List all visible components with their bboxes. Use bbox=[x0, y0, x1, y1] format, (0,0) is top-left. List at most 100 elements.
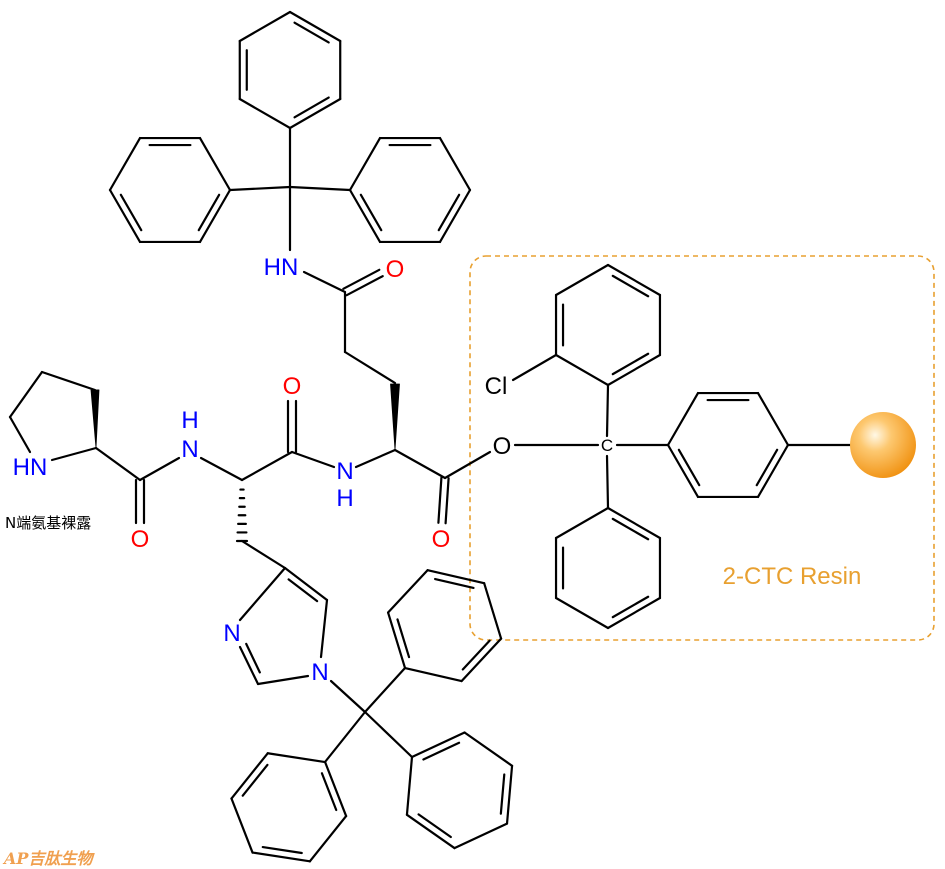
his-trityl-lower-left-phenyl-ring bbox=[230, 752, 348, 863]
amide-bond bbox=[290, 450, 336, 469]
ring-double-bond bbox=[755, 448, 779, 487]
ring-double-bond bbox=[293, 96, 330, 119]
backbone-bond bbox=[240, 450, 294, 482]
ring-double-bond bbox=[293, 21, 330, 44]
imidazole-bond bbox=[238, 645, 260, 686]
ring-bond bbox=[108, 188, 142, 244]
trityl-bond bbox=[363, 710, 414, 759]
trityl-carbon-label: C bbox=[601, 436, 613, 455]
his-trityl-upper-phenyl-ring bbox=[386, 569, 503, 683]
ring-double-bond bbox=[677, 448, 701, 487]
ring-double-bond bbox=[499, 773, 506, 815]
side-chain-bond bbox=[343, 350, 397, 385]
ring-bond bbox=[238, 10, 292, 43]
bond bbox=[345, 275, 384, 297]
gln-side-carbonyl-double-bond bbox=[342, 268, 384, 297]
his-amide-h-label: H bbox=[181, 407, 198, 434]
resin-region-box bbox=[469, 255, 935, 641]
ring-bond bbox=[251, 851, 311, 863]
ring-bond bbox=[348, 136, 382, 192]
amide-bond bbox=[302, 270, 347, 294]
ring-double-bond bbox=[396, 618, 411, 659]
ring-bond bbox=[198, 188, 232, 244]
ring-bond bbox=[483, 582, 503, 640]
ring-bond bbox=[438, 188, 472, 244]
gln-trityl-top-phenyl-ring bbox=[238, 10, 342, 130]
ring-bond bbox=[606, 353, 662, 387]
imidazole-bond bbox=[283, 566, 329, 602]
ring-bond bbox=[230, 752, 269, 800]
ring-bond bbox=[505, 764, 514, 825]
gln-amide-n-label: N bbox=[336, 458, 353, 485]
ring-double-bond bbox=[611, 595, 650, 619]
ring-bond bbox=[666, 443, 700, 499]
pro-stereo-wedge bbox=[90, 389, 100, 449]
imidazole-n3-label: N bbox=[223, 620, 240, 647]
ring-bond bbox=[403, 666, 463, 683]
his-amide-n-label: N bbox=[181, 436, 198, 463]
backbone-bond bbox=[354, 448, 397, 469]
imidazole-bond bbox=[319, 598, 329, 659]
ring-bond bbox=[554, 263, 610, 297]
ring-double-bond bbox=[320, 772, 338, 812]
ester-o-label: O bbox=[493, 433, 512, 460]
his-trityl-lower-right-phenyl-ring bbox=[405, 731, 514, 850]
imidazole-bond bbox=[238, 566, 287, 622]
side-chain-bond bbox=[240, 539, 287, 570]
ring-double-bond bbox=[417, 813, 452, 839]
ring-double-bond bbox=[261, 845, 303, 855]
chlorine-label: Cl bbox=[485, 373, 508, 400]
ring-double-bond bbox=[422, 741, 461, 761]
ring-bond bbox=[460, 637, 503, 683]
ring-bond bbox=[266, 752, 327, 764]
ring-bond bbox=[606, 596, 662, 630]
ring-double-bond bbox=[197, 193, 221, 232]
ring-double-bond bbox=[119, 193, 143, 232]
para-phenylene-ring bbox=[666, 391, 790, 499]
imidazole-bond bbox=[256, 674, 310, 686]
gln-amide-h-label: H bbox=[336, 485, 353, 512]
his-carbonyl-o-label: O bbox=[283, 373, 302, 400]
ring-bond bbox=[198, 136, 232, 192]
ring-bond bbox=[554, 596, 610, 630]
ring-bond bbox=[554, 353, 610, 387]
pyrrolidine-bond bbox=[40, 370, 97, 392]
trityl-bond bbox=[363, 666, 407, 714]
backbone-bond bbox=[94, 446, 142, 482]
ring-double-bond bbox=[241, 763, 269, 797]
trityl-bond bbox=[323, 710, 367, 764]
ring-bond bbox=[108, 136, 142, 192]
backbone-bond bbox=[199, 456, 244, 482]
ring-bond bbox=[438, 136, 472, 192]
ring-double-bond bbox=[611, 517, 650, 541]
ring-bond bbox=[323, 760, 348, 818]
ring-double-bond bbox=[434, 577, 475, 590]
gln-carbonyl-o-label: O bbox=[432, 526, 451, 553]
his-stereo-hash bbox=[235, 488, 249, 543]
ctc-bond bbox=[605, 383, 610, 438]
gln-stereo-wedge bbox=[390, 383, 400, 451]
n-terminus-annotation: N端氨基裸露 bbox=[5, 514, 91, 532]
backbone-bond bbox=[393, 448, 447, 480]
ring-bond bbox=[666, 391, 700, 447]
ring-bond bbox=[288, 10, 342, 43]
ring-double-bond bbox=[611, 352, 650, 376]
ring-bond bbox=[606, 263, 662, 297]
ring-bond bbox=[453, 822, 509, 850]
gln-trityl-right-phenyl-ring bbox=[348, 136, 472, 244]
ring-bond bbox=[756, 443, 790, 499]
trityl-bond bbox=[228, 185, 292, 192]
ring-bond bbox=[463, 731, 514, 767]
ring-bond bbox=[386, 569, 429, 614]
pro-carbonyl-o-label: O bbox=[131, 526, 150, 553]
gln-carbonyl-double-bond bbox=[437, 476, 450, 525]
ring-bond bbox=[405, 755, 414, 816]
ring-bond bbox=[756, 391, 790, 447]
bond bbox=[444, 477, 450, 525]
chlorophenyl-ring bbox=[554, 263, 662, 387]
pyrrolidine-bond bbox=[8, 415, 32, 454]
ring-double-bond bbox=[461, 639, 491, 671]
ring-double-bond bbox=[359, 193, 383, 232]
bond bbox=[437, 476, 443, 524]
ctc-bond bbox=[605, 454, 610, 510]
